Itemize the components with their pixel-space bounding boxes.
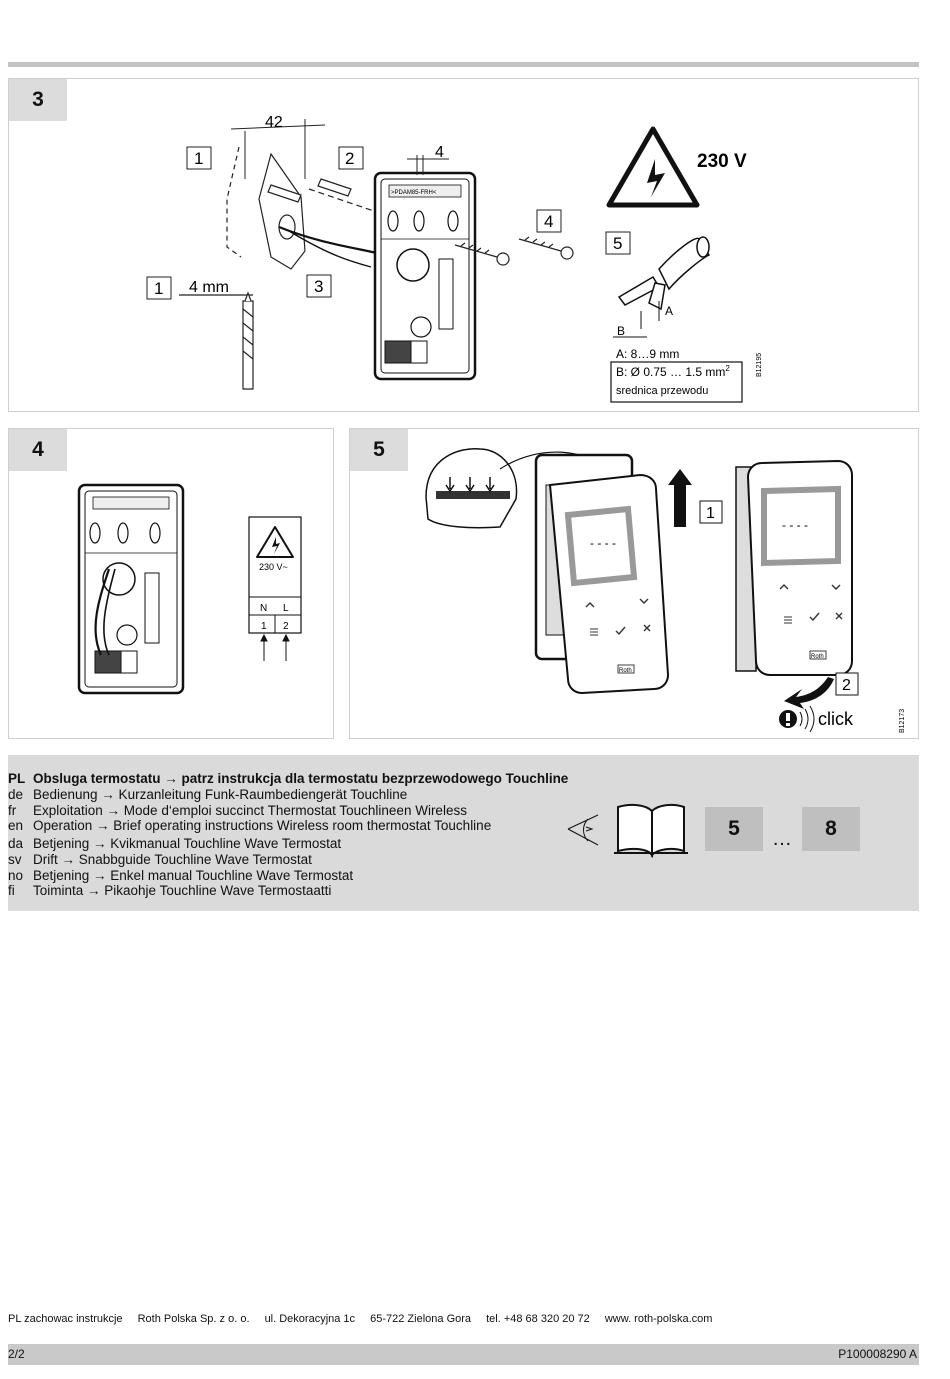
screws bbox=[454, 236, 574, 266]
step-box-1b: 1 bbox=[146, 276, 172, 300]
base-brand-strip: >PDAM85-FRH< bbox=[391, 190, 437, 196]
panel-number: 4 bbox=[9, 429, 67, 471]
step-box-1 bbox=[699, 500, 723, 524]
dimension-4-label: 4 bbox=[435, 144, 444, 161]
eye-icon bbox=[567, 814, 599, 846]
thermostat-front-1: - - - - Roth bbox=[548, 473, 670, 695]
footer-phone: tel. +48 68 320 20 72 bbox=[486, 1313, 590, 1325]
cable-strip-detail bbox=[613, 236, 711, 338]
detail-magnifier bbox=[425, 448, 609, 529]
step-box-4: 4 bbox=[536, 209, 562, 233]
label-b: B bbox=[617, 324, 625, 338]
page-number: 2/2 bbox=[8, 1347, 25, 1361]
step-1-label: 1 bbox=[706, 505, 715, 522]
panel-step-3: 3 42 1 2 1 bbox=[8, 78, 919, 412]
document-number: P100008290 A bbox=[838, 1347, 917, 1361]
panel-step-4: 4 230 V~ N L 1 2 bbox=[8, 428, 334, 739]
spec-b: B: Ø 0.75 … 1.5 mm2 bbox=[616, 364, 730, 379]
voltage-label: 230 V bbox=[697, 151, 747, 172]
spec-box bbox=[610, 361, 743, 403]
up-arrow-icon bbox=[668, 469, 692, 527]
wall-plugs bbox=[267, 178, 428, 230]
step-box-2: 2 bbox=[338, 146, 364, 170]
svg-text:1: 1 bbox=[194, 149, 203, 168]
bottom-bar: 2/2 P100008290 A bbox=[8, 1344, 919, 1365]
page-to-tag: 8 bbox=[802, 807, 860, 851]
step-box-2 bbox=[835, 672, 859, 696]
book-icon bbox=[614, 803, 688, 859]
top-rule bbox=[8, 62, 919, 67]
drill-bit bbox=[179, 291, 254, 390]
footer-street: ul. Dekoracyjna 1c bbox=[264, 1313, 356, 1325]
page-range-separator: … bbox=[772, 828, 792, 850]
wall-plate bbox=[226, 146, 306, 270]
ref-code: B12195 bbox=[756, 353, 763, 377]
footer-city: 65-722 Zielona Gora bbox=[370, 1313, 472, 1325]
panel-step-5: 5 - - - - Roth 1 bbox=[349, 428, 919, 739]
svg-text:5: 5 bbox=[613, 234, 622, 253]
step-box-5: 5 bbox=[605, 231, 631, 255]
step-box-1: 1 bbox=[186, 146, 212, 170]
click-label: click bbox=[818, 709, 854, 729]
display-dashes: - - - - bbox=[590, 536, 616, 550]
page-from-tag: 5 bbox=[705, 807, 763, 851]
label-a: A bbox=[665, 304, 673, 318]
manual-reference-graphic bbox=[567, 803, 688, 859]
high-voltage-warning-icon bbox=[606, 126, 700, 208]
dimension-42 bbox=[230, 119, 326, 179]
thermostat-base bbox=[373, 171, 477, 381]
drill-size-label: 4 mm bbox=[189, 279, 229, 296]
brand-mark: Roth bbox=[619, 668, 632, 674]
wire-arrows bbox=[260, 633, 290, 661]
svg-text:3: 3 bbox=[314, 277, 323, 296]
push-arrow-icon bbox=[784, 677, 834, 709]
contact-footer: PL zachowac instrukcje Roth Polska Sp. z… bbox=[8, 1313, 724, 1325]
mounting-illustration: 42 1 2 1 3 4 5 bbox=[146, 114, 763, 403]
panel-number: 5 bbox=[350, 429, 408, 471]
voltage-label: 230 V~ bbox=[259, 562, 288, 572]
dimension-42-label: 42 bbox=[265, 114, 283, 131]
spec-note: srednica przewodu bbox=[616, 385, 708, 397]
step-2-label: 2 bbox=[842, 677, 851, 694]
svg-text:1: 1 bbox=[154, 279, 163, 298]
terminal-1-label: 1 bbox=[261, 621, 267, 632]
terminal-n-label: N bbox=[260, 603, 267, 614]
thermostat-front-2: - - - - Roth bbox=[735, 459, 853, 676]
terminal-2-label: 2 bbox=[283, 621, 289, 632]
step-box-3: 3 bbox=[306, 274, 332, 298]
terminal-l-label: L bbox=[283, 603, 289, 614]
mounting-device-illustration: - - - - Roth 1 - - - - Roth 2 bbox=[425, 448, 906, 733]
svg-text:2: 2 bbox=[345, 149, 354, 168]
footer-company: Roth Polska Sp. z o. o. bbox=[137, 1313, 250, 1325]
dimension-4 bbox=[407, 155, 449, 175]
thermostat-base-wired bbox=[77, 483, 185, 695]
spec-a: A: 8…9 mm bbox=[616, 347, 679, 361]
click-sound-icon bbox=[779, 705, 815, 733]
footer-website: www. roth-polska.com bbox=[604, 1313, 713, 1325]
svg-text:- - - -: - - - - bbox=[782, 518, 808, 532]
panel-number: 3 bbox=[9, 79, 67, 121]
wiring-illustration: 230 V~ N L 1 2 bbox=[77, 483, 302, 695]
svg-text:4: 4 bbox=[544, 212, 553, 231]
ref-code: B12173 bbox=[899, 709, 906, 733]
svg-text:Roth: Roth bbox=[811, 654, 824, 660]
footer-note: PL zachowac instrukcje bbox=[8, 1313, 123, 1325]
